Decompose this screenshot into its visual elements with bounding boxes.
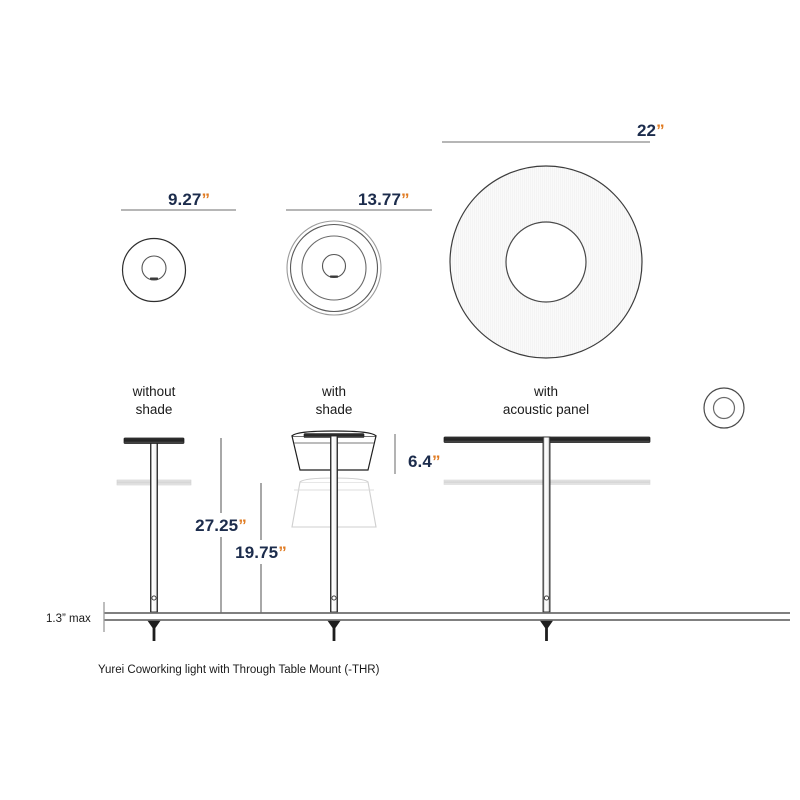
dimension-shade-height: 6.4” bbox=[394, 434, 441, 474]
elevation-with-shade bbox=[291, 430, 377, 641]
elev1-screw-detail bbox=[151, 595, 157, 601]
dimension-label-19-75: 19.75” bbox=[235, 543, 287, 562]
elev1-stem bbox=[150, 439, 158, 613]
elev1-top-cap bbox=[123, 437, 185, 444]
dimension-label-27-25: 27.25” bbox=[195, 516, 247, 535]
lamp-inner-circle bbox=[141, 255, 167, 281]
elevation-without-shade bbox=[116, 437, 192, 641]
top-view-with-shade: 13.77” bbox=[286, 190, 432, 316]
elev2-stem bbox=[330, 435, 338, 613]
ring-icon-inner bbox=[712, 396, 736, 420]
view-label-with-shade: with shade bbox=[316, 384, 353, 417]
elev3-through-table-mount bbox=[539, 620, 554, 641]
svg-text:shade: shade bbox=[316, 402, 353, 417]
dimension-label-22: 22” bbox=[637, 121, 665, 140]
svg-text:with: with bbox=[321, 384, 346, 399]
dimension-label-6-4: 6.4” bbox=[408, 452, 441, 471]
shade-center-mark bbox=[330, 275, 338, 278]
table-surface bbox=[103, 602, 790, 632]
top-view-without-shade: 9.27” bbox=[121, 190, 236, 303]
shade-inner-circle bbox=[321, 253, 347, 279]
top-view-acoustic-panel: 22” bbox=[442, 121, 665, 359]
elev3-screw-detail bbox=[543, 595, 550, 601]
svg-text:with: with bbox=[533, 384, 558, 399]
svg-text:without: without bbox=[132, 384, 176, 399]
svg-text:shade: shade bbox=[136, 402, 173, 417]
dimension-height-without-shade: 27.25” bbox=[195, 438, 247, 613]
lamp-center-mark bbox=[150, 277, 158, 280]
view-label-without-shade: without shade bbox=[132, 384, 176, 417]
dimension-label-9-27: 9.27” bbox=[168, 190, 210, 209]
elev1-through-table-mount bbox=[147, 620, 161, 641]
view-label-acoustic-panel: with acoustic panel bbox=[503, 384, 589, 417]
elev2-through-table-mount bbox=[327, 620, 341, 641]
concentric-ring-icon bbox=[703, 387, 745, 429]
elev3-stem bbox=[542, 436, 551, 613]
table-thickness-label: 1.3” max bbox=[46, 613, 91, 625]
dimension-height-with-shade: 19.75” bbox=[235, 483, 287, 613]
elevation-acoustic-panel bbox=[443, 436, 651, 641]
drawing-caption: Yurei Coworking light with Through Table… bbox=[98, 664, 380, 676]
svg-text:acoustic panel: acoustic panel bbox=[503, 402, 589, 417]
acoustic-panel-aperture bbox=[505, 221, 587, 303]
elev2-screw-detail bbox=[331, 595, 337, 601]
dimension-label-13-77: 13.77” bbox=[358, 190, 410, 209]
